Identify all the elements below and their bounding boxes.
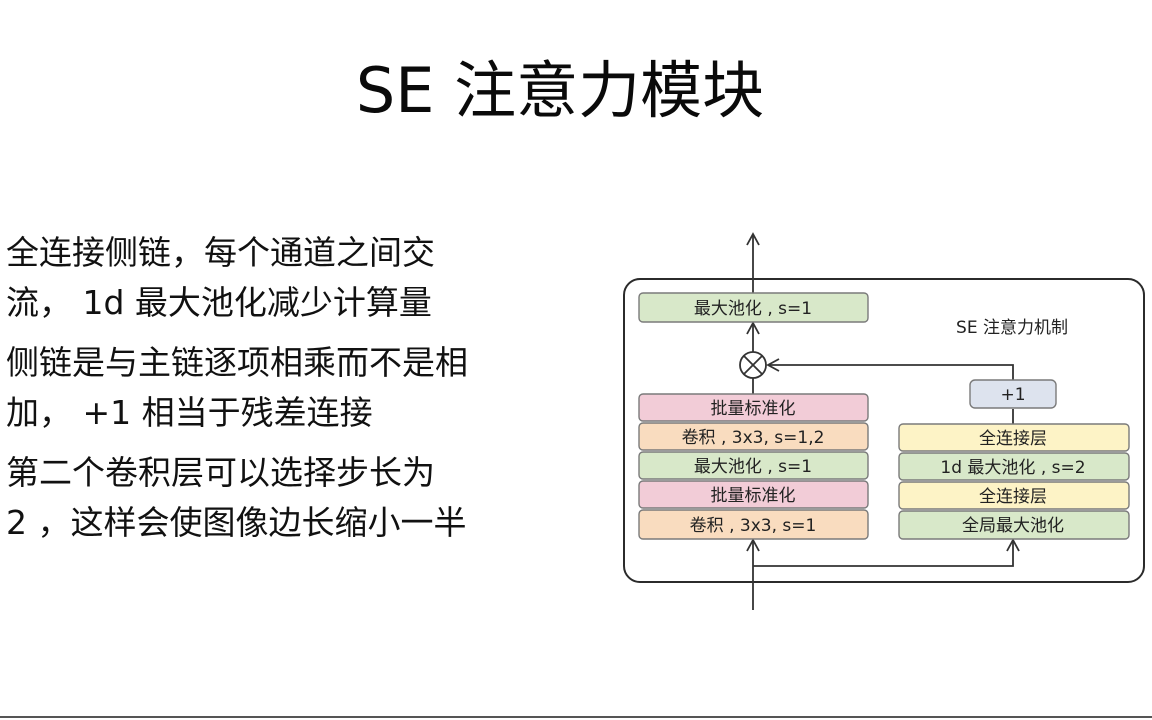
bullet-line: 加， +1 相当于残差连接 (6, 393, 373, 432)
side-branch-wire (753, 538, 1020, 567)
side-block-fc-2: 全连接层 (898, 481, 1130, 510)
bottom-rule (0, 716, 1152, 718)
bullet-line: 流， 1d 最大池化减少计算量 (6, 283, 432, 322)
block-label: 1d 最大池化 , s=2 (940, 458, 1085, 478)
block-label: 全连接层 (979, 429, 1047, 449)
block-label: 卷积 , 3x3, s=1,2 (682, 428, 825, 448)
main-block-pool-top: 最大池化 , s=1 (638, 292, 869, 323)
side-block-plus-one: +1 (969, 379, 1057, 409)
main-block-conv-1: 卷积 , 3x3, s=1,2 (638, 422, 869, 451)
side-block-global-pool: 全局最大池化 (898, 510, 1130, 540)
bullet-line: 全连接侧链，每个通道之间交 (6, 233, 435, 272)
block-label: 批量标准化 (711, 399, 796, 419)
main-block-batchnorm-2: 批量标准化 (638, 480, 869, 509)
side-to-multiply-wire (766, 358, 1014, 380)
main-block-conv-2: 卷积 , 3x3, s=1 (638, 509, 869, 540)
block-label: 最大池化 , s=1 (694, 299, 812, 319)
diagram-title: SE 注意力机制 (956, 318, 1068, 338)
block-label: 全连接层 (979, 487, 1047, 507)
slide-title: SE 注意力模块 (355, 54, 765, 127)
bullet-line: 2 ，这样会使图像边长缩小一半 (6, 503, 467, 542)
block-label: 卷积 , 3x3, s=1 (690, 516, 817, 536)
bullet-item: 全连接侧链，每个通道之间交 流， 1d 最大池化减少计算量 (6, 228, 566, 328)
bullet-list: 全连接侧链，每个通道之间交 流， 1d 最大池化减少计算量 侧链是与主链逐项相乘… (6, 228, 566, 558)
main-block-batchnorm-1: 批量标准化 (638, 393, 869, 422)
main-block-pool-mid: 最大池化 , s=1 (638, 451, 869, 480)
side-block-fc-1: 全连接层 (898, 423, 1130, 452)
side-block-pool-1d: 1d 最大池化 , s=2 (898, 452, 1130, 481)
block-label: +1 (1000, 385, 1025, 405)
bullet-item: 第二个卷积层可以选择步长为 2 ，这样会使图像边长缩小一半 (6, 448, 566, 548)
bullet-item: 侧链是与主链逐项相乘而不是相 加， +1 相当于残差连接 (6, 338, 566, 438)
multiply-circle-icon (739, 351, 767, 379)
bullet-line: 第二个卷积层可以选择步长为 (6, 453, 435, 492)
block-label: 最大池化 , s=1 (694, 457, 812, 477)
block-label: 全局最大池化 (962, 516, 1064, 536)
block-label: 批量标准化 (711, 486, 796, 506)
bullet-line: 侧链是与主链逐项相乘而不是相 (6, 343, 468, 382)
